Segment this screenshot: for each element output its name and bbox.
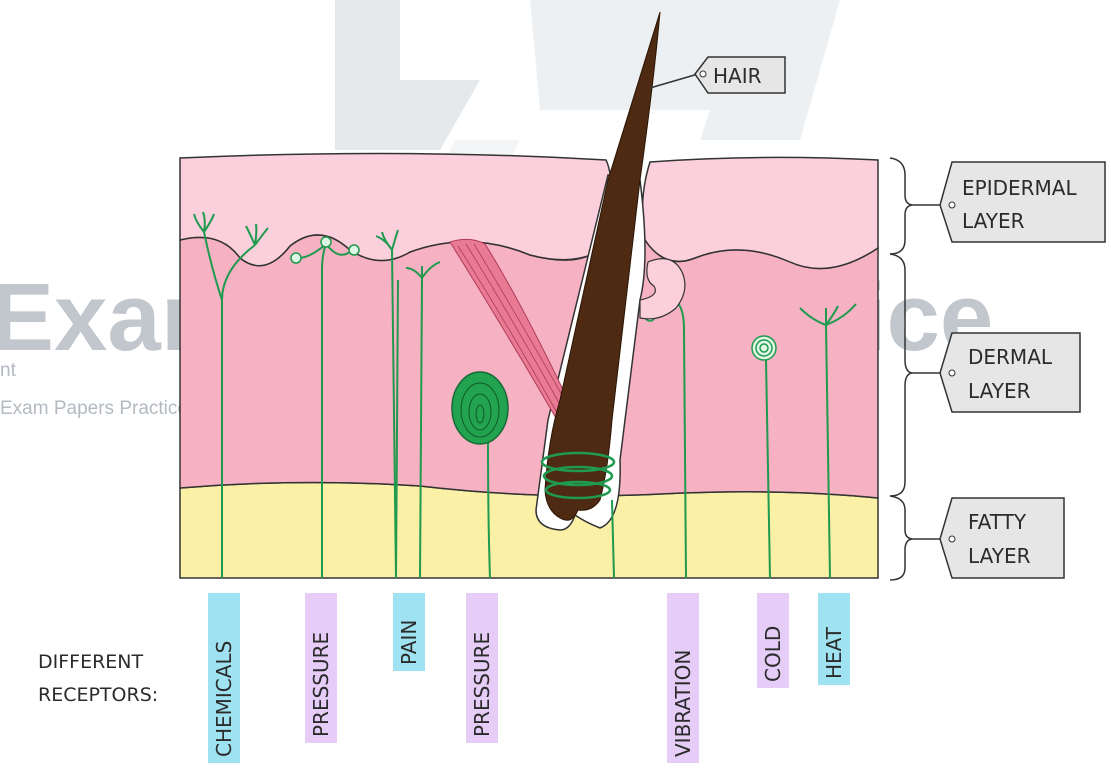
receptor-label: COLD xyxy=(761,626,785,682)
fatty-layer xyxy=(180,482,878,578)
watermark-fragment: nt xyxy=(0,360,17,381)
receptors-title-1: DIFFERENT xyxy=(38,651,144,673)
epidermal-layer-left xyxy=(180,153,612,265)
dermal-label-1: DERMAL xyxy=(968,345,1053,369)
cold-spiral xyxy=(752,336,776,360)
receptor-label: CHEMICALS xyxy=(212,641,236,757)
dermal-tag: DERMAL LAYER xyxy=(940,333,1080,412)
receptor-label: VIBRATION xyxy=(671,650,695,757)
fatty-tag: FATTY LAYER xyxy=(940,498,1064,578)
fatty-label-2: LAYER xyxy=(968,544,1031,568)
pacinian-corpuscle xyxy=(452,372,508,444)
watermark-small: Exam Papers Practice xyxy=(0,398,188,419)
hair-label: HAIR xyxy=(713,64,762,88)
dermal-label-2: LAYER xyxy=(968,379,1031,403)
epidermal-label-2: LAYER xyxy=(962,209,1025,233)
receptor-label: HEAT xyxy=(822,626,846,679)
receptor-labels: CHEMICALS PRESSURE PAIN PRESSURE VIBRATION CO… xyxy=(208,593,850,763)
receptor-label: PAIN xyxy=(397,620,421,665)
receptors-title-2: RECEPTORS: xyxy=(38,684,158,706)
fatty-label-1: FATTY xyxy=(968,510,1027,534)
epidermal-tag: EPIDERMAL LAYER xyxy=(940,162,1105,242)
receptor-label: PRESSURE xyxy=(309,632,333,737)
epidermal-label-1: EPIDERMAL xyxy=(962,176,1077,200)
epidermal-layer-right xyxy=(642,157,878,268)
receptor-label: PRESSURE xyxy=(470,632,494,737)
